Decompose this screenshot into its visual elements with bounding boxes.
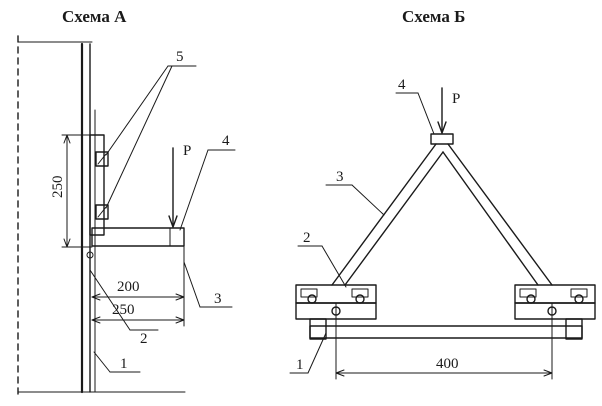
leader-5b	[105, 65, 173, 209]
dim-250-arrow-left	[91, 316, 101, 324]
leader-1a	[93, 351, 111, 373]
scheme-a-title: Схема А	[62, 7, 127, 26]
upper-clamp	[95, 151, 109, 167]
dim-200-value: 200	[117, 279, 140, 295]
right-rail-block	[514, 302, 596, 320]
label-1a: 1	[120, 356, 128, 372]
leader-2a	[89, 269, 131, 331]
left-carriage-detail-2	[351, 288, 369, 298]
label-4a: 4	[222, 133, 230, 149]
scheme-b: Схема Б P 4 3 2	[289, 7, 596, 380]
left-carriage-wheel-2	[355, 294, 365, 304]
label-3a: 3	[214, 291, 222, 307]
right-strut-inner	[442, 151, 539, 286]
left-carriage-wheel-1	[307, 294, 317, 304]
label-2a: 2	[140, 331, 148, 347]
label-4b: 4	[398, 77, 406, 93]
upper-clamp-hatch	[97, 153, 107, 165]
dim-height-value: 250	[50, 176, 66, 199]
label-5: 5	[176, 49, 184, 65]
horizontal-beam	[91, 227, 185, 247]
dim-400-arrow-right	[543, 369, 553, 377]
force-label-a: P	[183, 143, 191, 159]
leader-3b	[351, 184, 385, 216]
leader-4a	[179, 149, 209, 231]
leader-2b	[321, 245, 347, 288]
dim-200-arrow-left	[91, 293, 101, 301]
force-label-b: P	[452, 91, 460, 107]
force-arrow-b-head	[437, 121, 447, 134]
label-1b: 1	[296, 357, 304, 373]
left-strut-inner	[344, 151, 444, 286]
scheme-a: Схема А 5 250 P	[17, 7, 236, 396]
dim-400-arrow-left	[335, 369, 345, 377]
bracket-plate	[89, 134, 105, 236]
right-carriage-wheel-1	[526, 294, 536, 304]
base-left-foot	[309, 318, 327, 340]
dim-200-arrow-right	[175, 293, 185, 301]
right-carriage-wheel-2	[574, 294, 584, 304]
scheme-b-title: Схема Б	[402, 7, 465, 26]
base-beam	[309, 325, 583, 339]
label-3b: 3	[336, 169, 344, 185]
lower-clamp	[95, 204, 109, 220]
lower-clamp-hatch	[97, 206, 107, 218]
top-load-block	[430, 133, 454, 145]
dim-250-value: 250	[112, 302, 135, 318]
label-2b: 2	[303, 230, 311, 246]
right-carriage-detail-2	[570, 288, 588, 298]
dim-height-arrow-top	[63, 134, 71, 144]
force-arrow-a-head	[168, 215, 178, 228]
dim-400-value: 400	[436, 356, 459, 372]
dim-250-arrow-right	[175, 316, 185, 324]
leader-5a	[105, 65, 169, 156]
leader-4b	[417, 92, 435, 135]
leader-3a	[183, 261, 201, 308]
right-strut-outer	[447, 143, 553, 286]
leader-1b	[307, 332, 327, 374]
base-right-foot	[565, 318, 583, 340]
dim-height-arrow-bottom	[63, 238, 71, 248]
